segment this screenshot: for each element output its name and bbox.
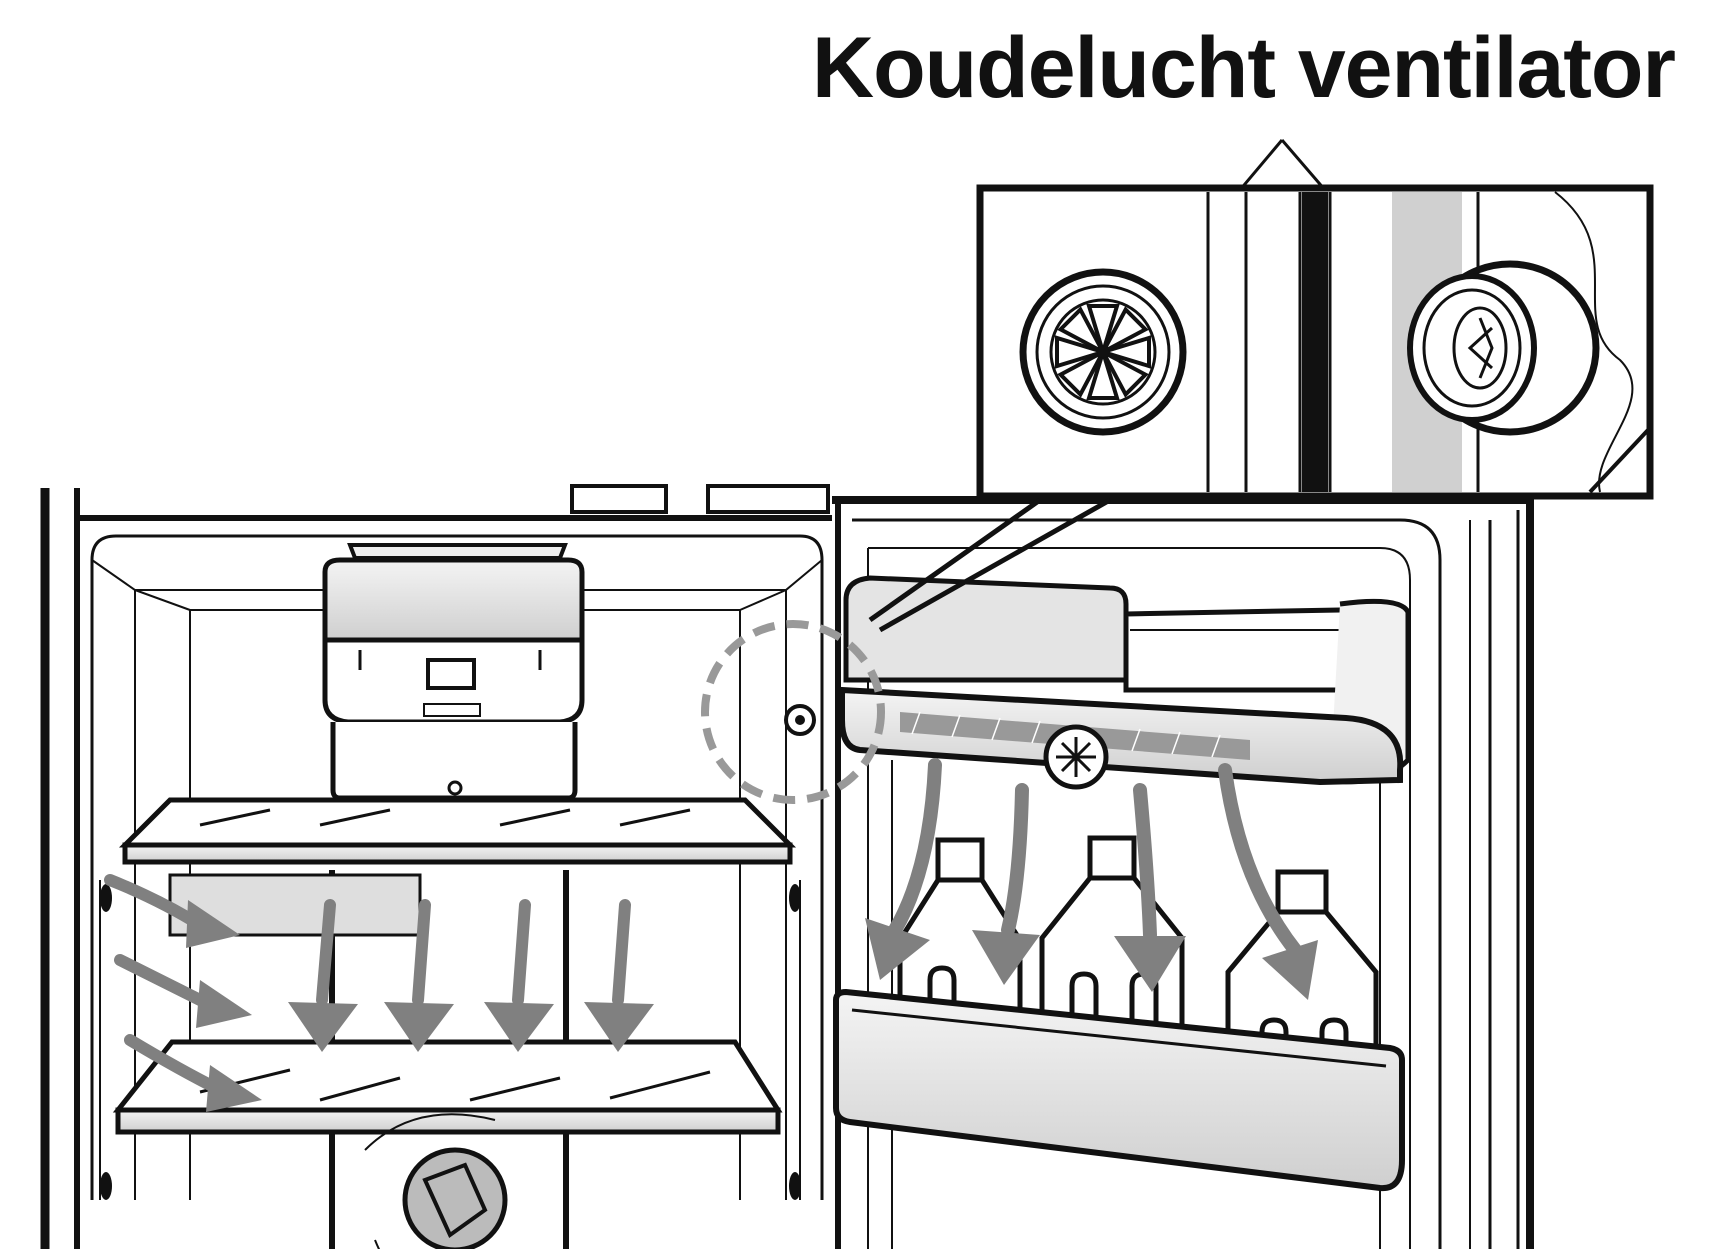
ice-container [325, 545, 582, 798]
fan-vent-icon [1410, 264, 1596, 432]
fan-vent-icon [786, 706, 814, 734]
airflow-arrow [484, 905, 554, 1052]
airflow-arrow [584, 905, 654, 1052]
fan-vent-icon [1046, 727, 1106, 787]
inset-detail-box [980, 188, 1650, 496]
fan-vent-icon [1023, 272, 1183, 432]
glass-shelf-upper [125, 800, 790, 935]
airflow-arrow [120, 960, 252, 1028]
